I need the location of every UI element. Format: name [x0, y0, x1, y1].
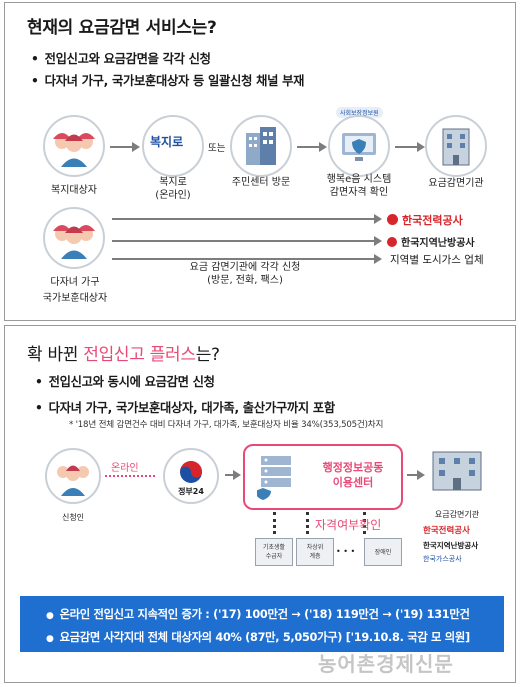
flow-arrow: [112, 254, 382, 264]
panel-title: 현재의 요금감면 서비스는?: [27, 18, 217, 38]
info-sharing-center-box: 행정정보공동 이용센터: [243, 444, 403, 510]
title-highlight: 전입신고 플러스: [83, 345, 196, 365]
connector-line: [273, 512, 276, 534]
summary-line: 온라인 전입신고 지속적인 증가 : ('17) 100만건 → ('18) 1…: [46, 606, 470, 622]
building-icon: [246, 127, 276, 165]
server-icon: [257, 456, 291, 500]
person-group-icon: [57, 465, 89, 496]
agency-caption: 요금감면기관: [434, 510, 480, 519]
footnote: * '18년 전체 감면건수 대비 다자녀 가구, 대가족, 보훈대상자 비율 …: [69, 420, 384, 430]
applicant-circle: [45, 448, 101, 504]
city-gas-text: 지역별 도시가스 업체: [390, 254, 484, 266]
gas-corp-logo: 한국가스공사: [423, 555, 462, 563]
flow-arrow: [112, 236, 382, 246]
online-label: 온라인: [111, 463, 139, 474]
welfare-person-circle: [43, 115, 105, 177]
current-service-panel: 현재의 요금감면 서비스는? 전입신고와 요금감면을 각각 신청 다자녀 가구,…: [4, 2, 516, 321]
flow-arrow: [297, 142, 327, 152]
system-caption: 행복e음 시스템 감면자격 확인: [326, 174, 392, 198]
flow-arrow: [407, 470, 425, 480]
or-text: 또는: [208, 143, 226, 154]
gov24-label: 정부24: [178, 487, 204, 496]
person-group-icon: [53, 225, 95, 259]
flow-arrow: [395, 142, 425, 152]
connector-line: [363, 512, 366, 534]
multi-caption: 다자녀 가구 국가보훈대상자: [42, 277, 108, 304]
person-group-icon: [53, 133, 95, 167]
agency-circle: [425, 115, 487, 177]
db-box-disabled: 장애인: [364, 538, 402, 566]
bokjiro-caption: 복지로 (온라인): [155, 177, 191, 201]
qualify-label: 자격여부확인: [315, 518, 382, 532]
bokjiro-circle: 복지로: [142, 115, 204, 177]
watermark: 농어촌경제신문: [318, 652, 454, 676]
center-caption: 주민센터 방문: [231, 177, 291, 188]
title-suffix: 는?: [195, 345, 220, 365]
db-box-basic-recipient: 기초생활 수급자: [255, 538, 293, 566]
db-box-near-poverty: 차상위 계층: [296, 538, 334, 566]
office-building-icon: [442, 128, 470, 166]
district-heating-logo: 한국지역난방공사: [387, 234, 475, 249]
shield-computer-icon: [342, 133, 376, 161]
flow-arrow: [112, 214, 382, 224]
bullet-item: 다자녀 가구, 국가보훈대상자 등 일괄신청 채널 부재: [31, 71, 305, 89]
center-label: 행정정보공동 이용센터: [322, 461, 384, 489]
bullet-item: 다자녀 가구, 국가보훈대상자, 대가족, 출산가구까지 포함: [35, 398, 336, 416]
district-heating-logo: 한국지역난방공사: [423, 541, 479, 550]
panel-title: 확 바뀐 전입신고 플러스는?: [27, 340, 220, 365]
taegeuk-icon: [180, 461, 202, 483]
happy-e-system-circle: [328, 115, 390, 177]
office-building-icon: [432, 451, 482, 491]
welfare-person-caption: 복지대상자: [51, 185, 97, 196]
community-center-circle: [230, 115, 292, 177]
kepco-logo: 한국전력공사: [387, 212, 463, 228]
gov24-circle: 정부24: [163, 448, 219, 504]
each-apply-caption: 요금 감면기관에 각각 신청 (방문, 전화, 팩스): [189, 262, 301, 286]
flow-arrow: [225, 470, 241, 480]
summary-line: 요금감면 사각지대 전체 대상자의 40% (87만, 5,050가구) ['1…: [46, 629, 471, 645]
agency-caption: 요금감면기관: [428, 178, 484, 189]
title-prefix: 확 바뀐: [27, 345, 84, 365]
flow-arrow: [110, 142, 140, 152]
summary-box: 온라인 전입신고 지속적인 증가 : ('17) 100만건 → ('18) 1…: [20, 596, 504, 652]
applicant-caption: 신청인: [61, 513, 85, 522]
system-badge: 사회보장정보원: [336, 107, 383, 118]
connector-line: [306, 512, 309, 534]
bokjiro-logo: 복지로: [150, 135, 184, 149]
ellipsis: • • •: [336, 547, 356, 556]
kepco-logo: 한국전력공사: [423, 526, 470, 536]
multi-child-circle: [43, 207, 105, 269]
bullet-item: 전입신고와 요금감면을 각각 신청: [31, 49, 211, 67]
heating-name: 한국지역난방공사: [401, 238, 475, 249]
online-arrow: [105, 475, 155, 477]
kepco-name: 한국전력공사: [402, 214, 463, 227]
bullet-item: 전입신고와 동시에 요금감면 신청: [35, 372, 215, 390]
